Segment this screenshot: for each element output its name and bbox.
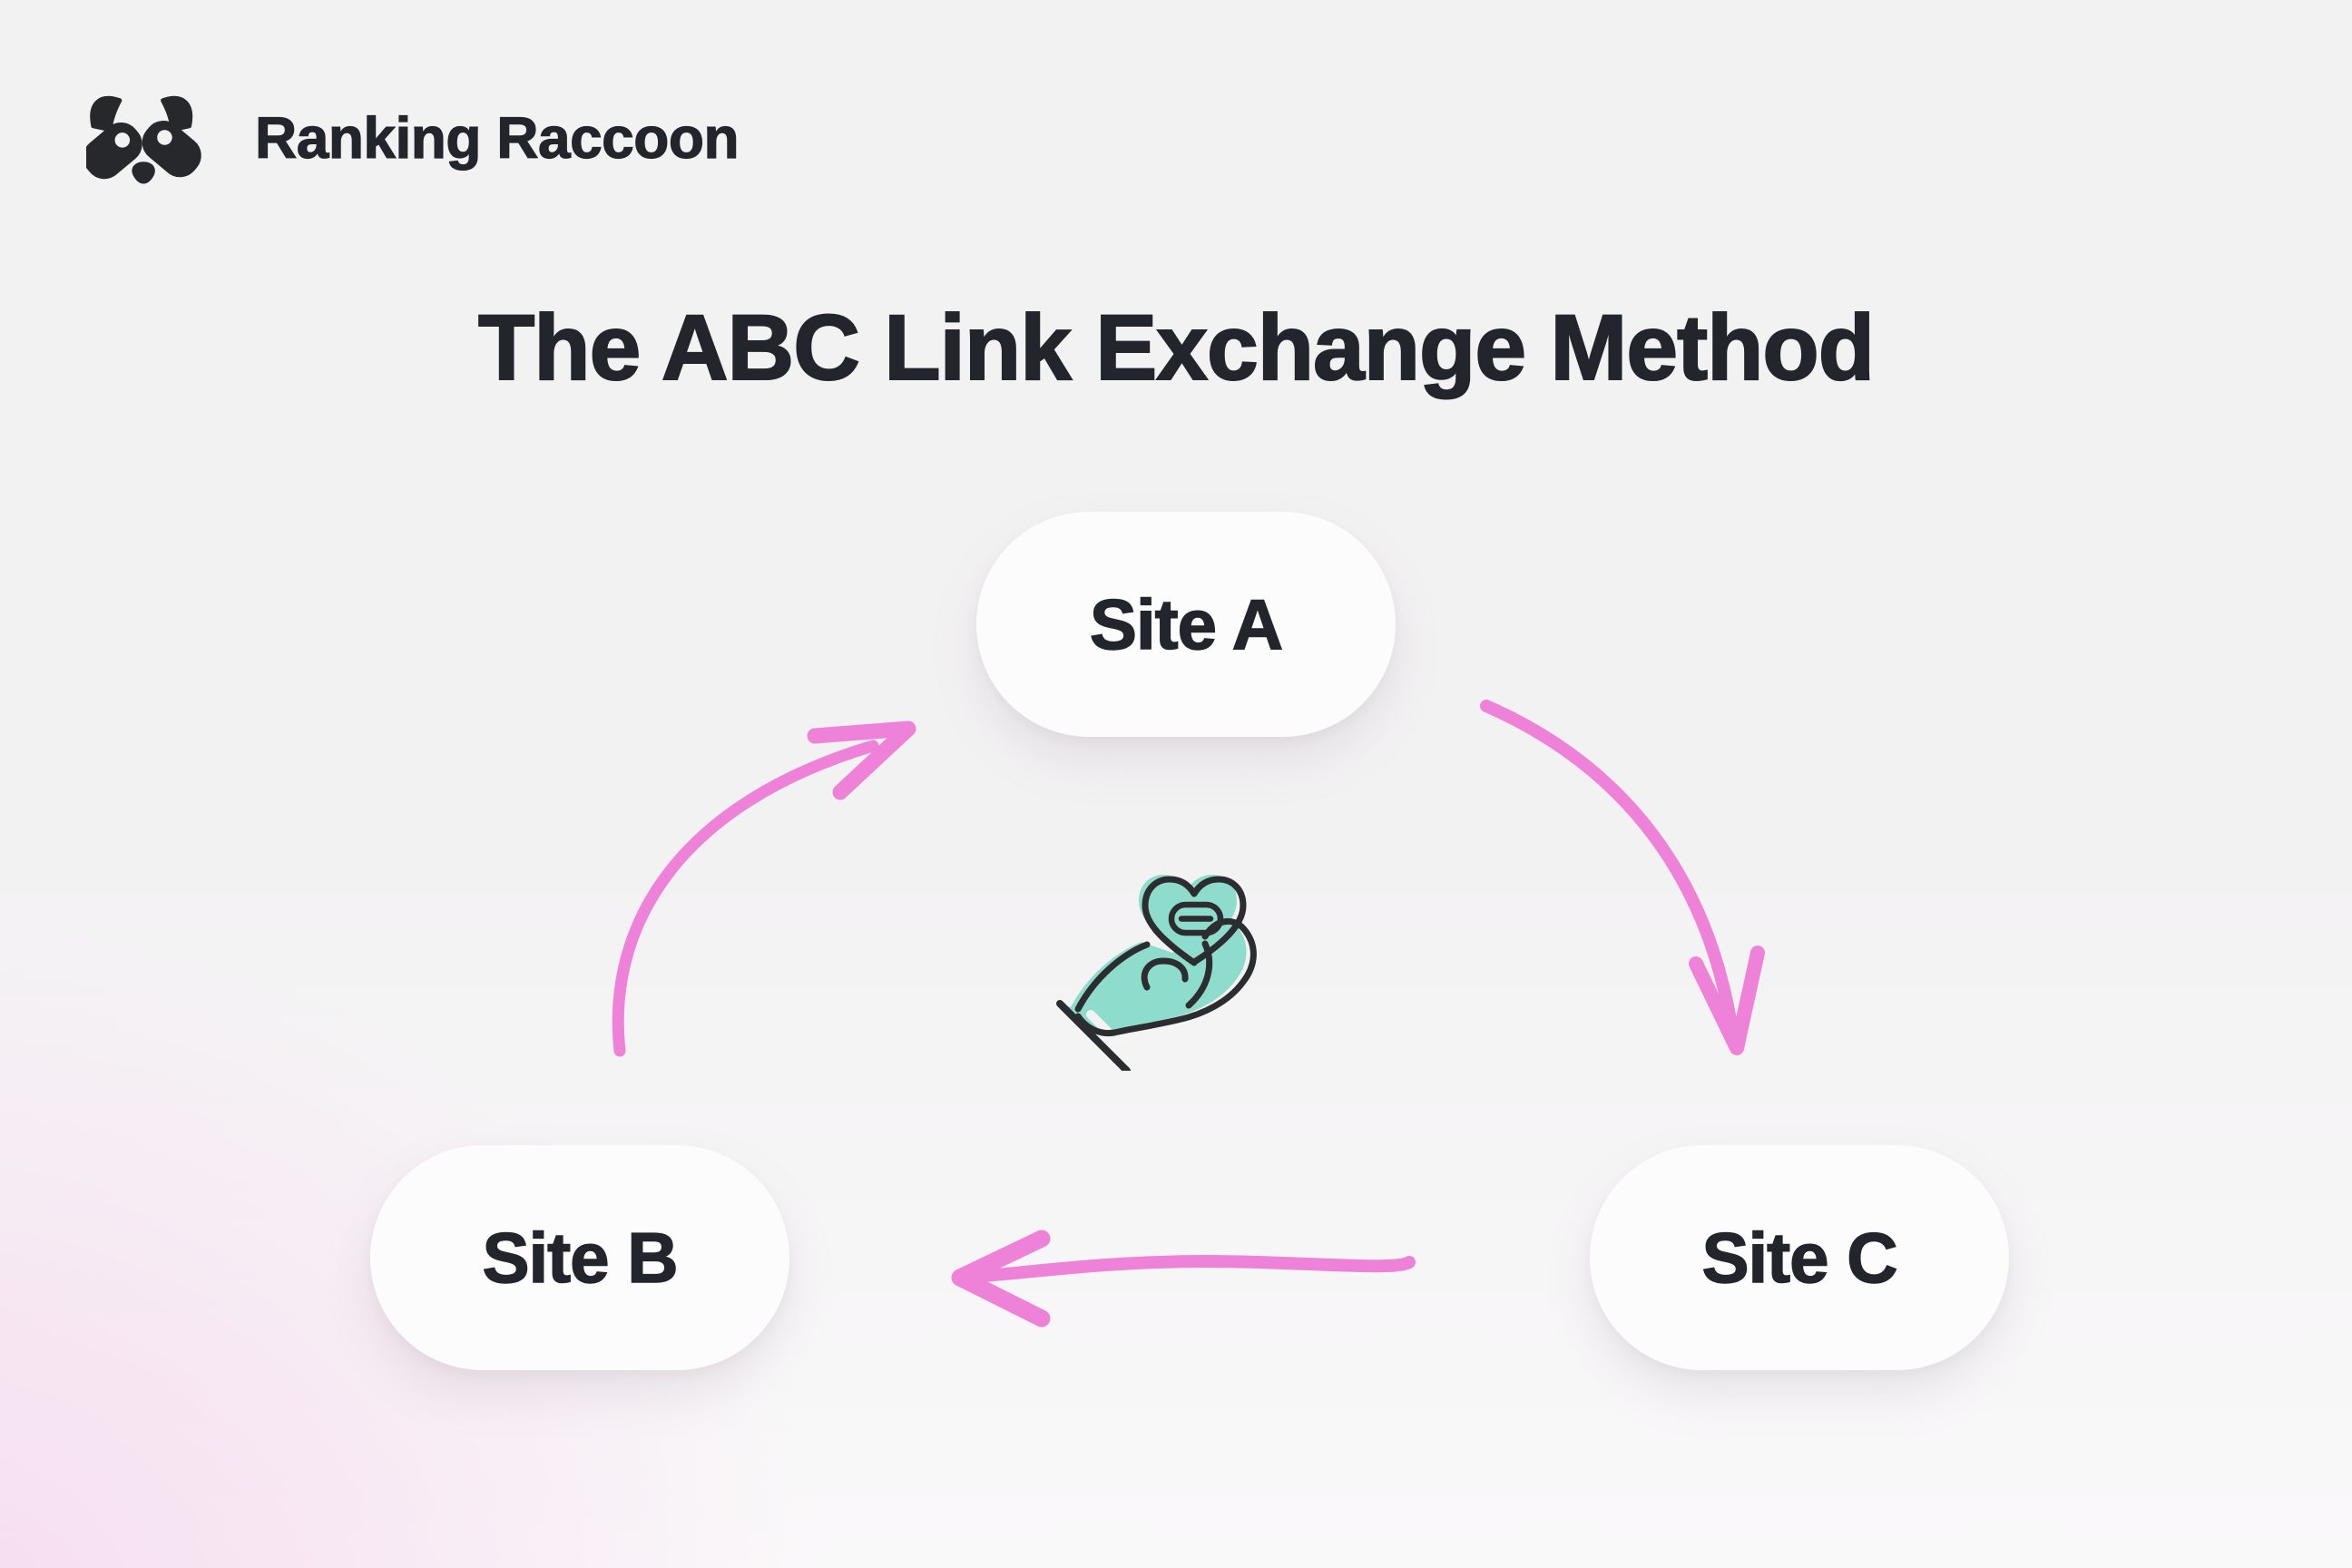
node-site-a-label: Site A xyxy=(1089,583,1284,665)
node-site-c-label: Site C xyxy=(1701,1217,1899,1298)
raccoon-logo-icon xyxy=(86,89,210,186)
node-site-a: Site A xyxy=(976,512,1396,737)
arrow-site-a-to-site-c-icon xyxy=(1480,700,1765,1055)
page-title: The ABC Link Exchange Method xyxy=(477,295,1876,400)
brand-name: Ranking Raccoon xyxy=(254,104,740,171)
node-site-b: Site B xyxy=(370,1145,789,1370)
arrow-site-b-to-site-a-icon xyxy=(612,720,916,1057)
node-site-b-label: Site B xyxy=(482,1217,680,1298)
arrow-site-c-to-site-b-icon xyxy=(951,1230,1416,1328)
brand: Ranking Raccoon xyxy=(86,89,740,186)
node-site-c: Site C xyxy=(1590,1145,2009,1370)
hand-holding-heart-link-icon xyxy=(1056,875,1257,1071)
